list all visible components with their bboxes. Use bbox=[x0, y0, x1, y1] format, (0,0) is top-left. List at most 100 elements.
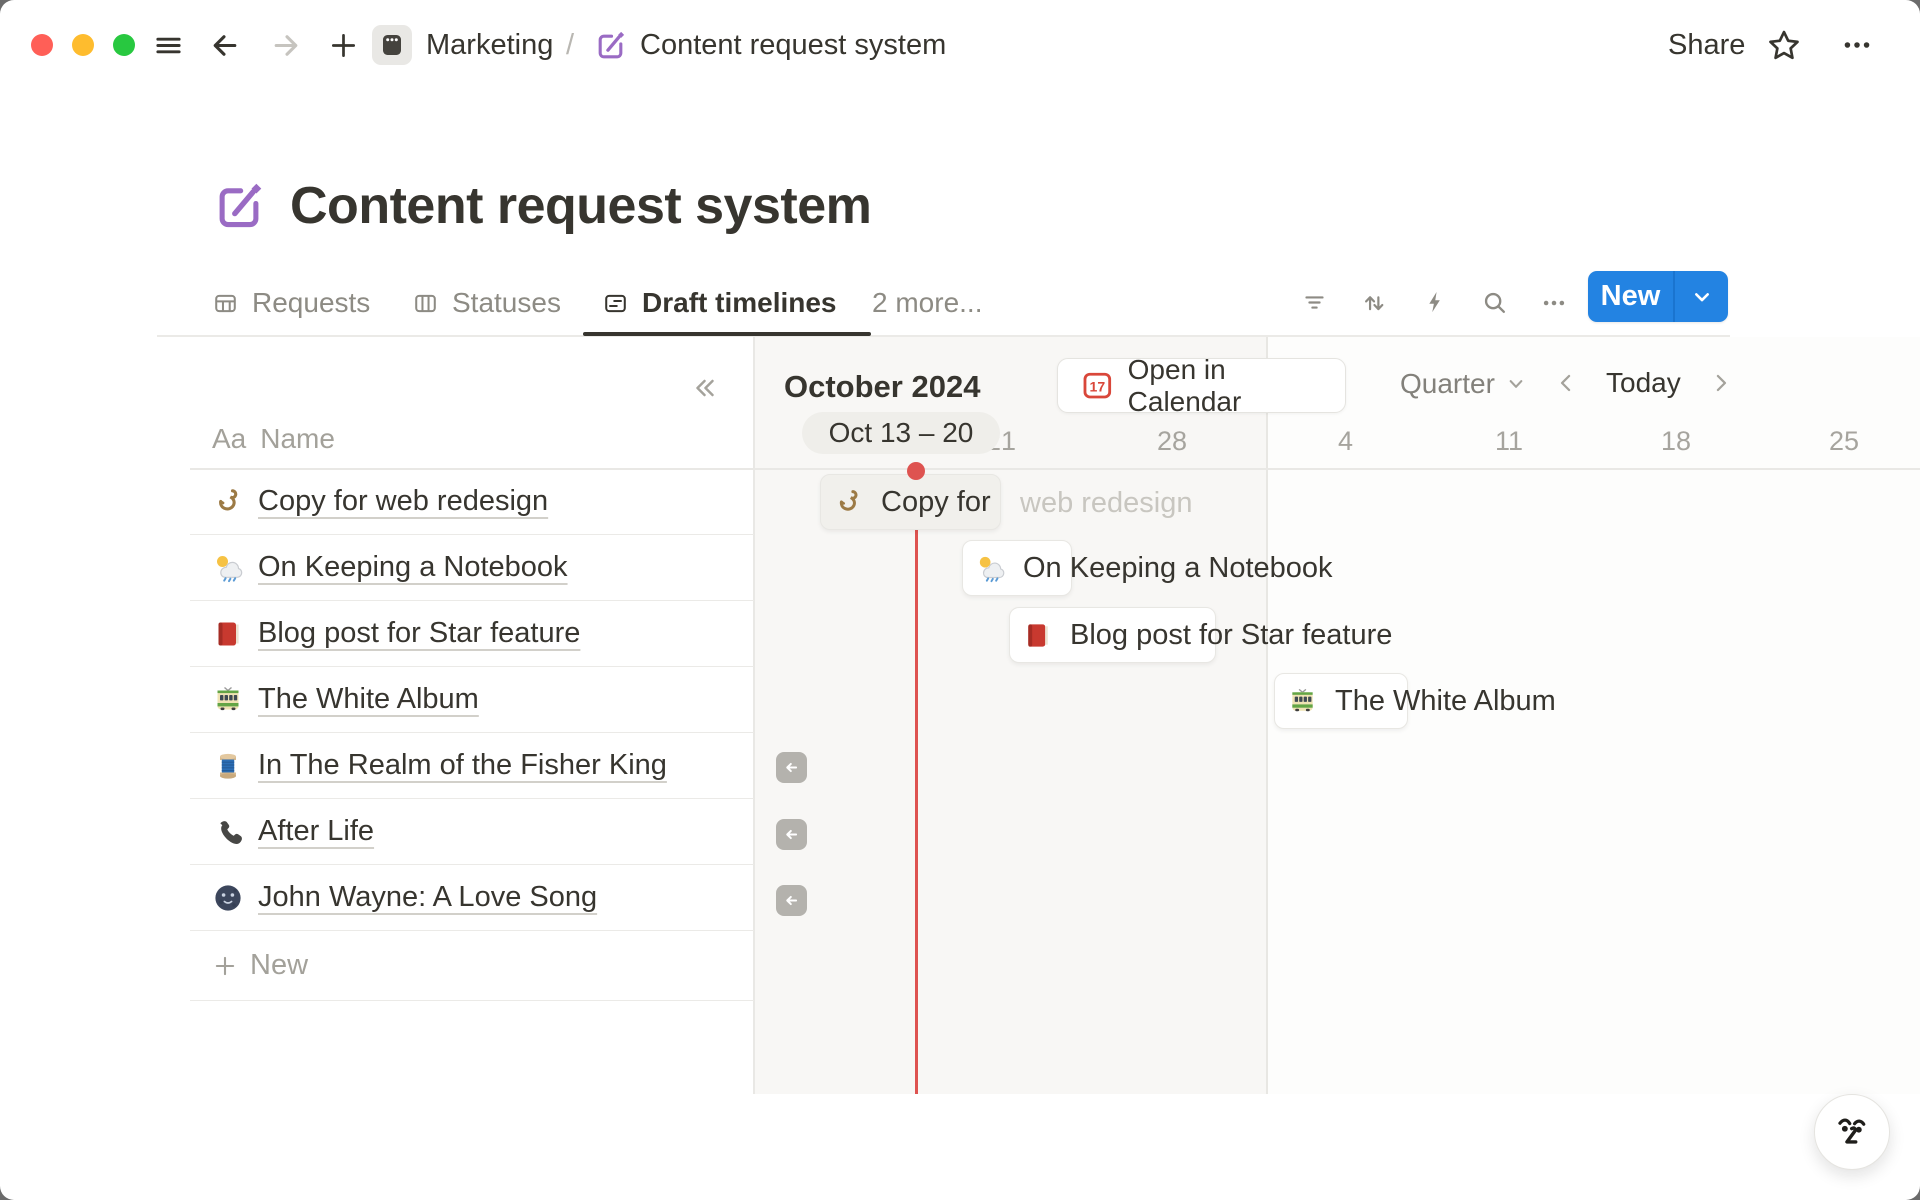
active-tab-underline bbox=[583, 332, 871, 336]
today-button[interactable]: Today bbox=[1606, 367, 1681, 398]
thread-spool-icon bbox=[212, 750, 244, 782]
add-new-row-button[interactable]: New bbox=[190, 931, 754, 1001]
sort-icon[interactable] bbox=[1360, 289, 1388, 317]
name-column-header[interactable]: Aa Name bbox=[212, 423, 335, 454]
hook-icon bbox=[212, 486, 244, 518]
open-in-calendar-button[interactable]: Open in Calendar bbox=[1057, 354, 1346, 417]
more-tabs-button[interactable]: 2 more... bbox=[872, 287, 983, 318]
list-item[interactable]: In The Realm of the Fisher King bbox=[190, 733, 754, 799]
chevron-down-icon bbox=[1688, 283, 1716, 311]
tab-statuses[interactable]: Statuses bbox=[412, 287, 561, 318]
telephone-receiver-icon bbox=[212, 816, 244, 848]
list-item[interactable]: Copy for web redesign bbox=[190, 469, 754, 535]
workspace-icon[interactable] bbox=[372, 25, 412, 65]
tab-draft-timelines[interactable]: Draft timelines bbox=[602, 287, 837, 318]
tab-label: Draft timelines bbox=[642, 287, 837, 318]
list-item-title[interactable]: John Wayne: A Love Song bbox=[258, 881, 598, 913]
list-item[interactable]: John Wayne: A Love Song bbox=[190, 865, 754, 931]
add-new-row-label: New bbox=[250, 949, 309, 981]
timeline-bar-the-white-album[interactable]: The White Album bbox=[1274, 673, 1556, 729]
tram-icon bbox=[1287, 686, 1318, 717]
timeline-bar-blog-post-for-star-feature[interactable]: Blog post for Star feature bbox=[1009, 607, 1392, 663]
sun-behind-rain-cloud-icon bbox=[975, 553, 1006, 584]
new-button[interactable]: New bbox=[1588, 271, 1728, 322]
arrow-left-icon bbox=[781, 890, 802, 911]
tram-icon bbox=[212, 684, 244, 716]
breadcrumb-workspace[interactable]: Marketing bbox=[426, 28, 554, 61]
timeline-bar-on-keeping-a-notebook[interactable]: On Keeping a Notebook bbox=[962, 540, 1333, 596]
traffic-light-minimize[interactable] bbox=[72, 34, 94, 56]
share-button[interactable]: Share bbox=[1668, 28, 1746, 61]
timeline-bar-title-overflow: web redesign bbox=[1020, 487, 1193, 519]
new-page-icon[interactable] bbox=[328, 30, 359, 61]
red-book-icon bbox=[212, 618, 244, 650]
timeline-month-header: October 2024 bbox=[784, 369, 981, 404]
arrow-left-icon bbox=[781, 824, 802, 845]
view-options-icon[interactable] bbox=[1540, 289, 1568, 317]
timeline-bar-title: The White Album bbox=[1335, 684, 1556, 717]
list-item-title[interactable]: After Life bbox=[258, 815, 375, 847]
list-item-title[interactable]: In The Realm of the Fisher King bbox=[258, 749, 667, 781]
panel-divider[interactable] bbox=[753, 337, 755, 1094]
date-tick: 28 bbox=[1157, 426, 1188, 456]
notion-ai-button[interactable] bbox=[1814, 1094, 1890, 1170]
tab-label: Requests bbox=[252, 287, 371, 318]
tab-requests[interactable]: Requests bbox=[212, 287, 371, 318]
calendar-icon bbox=[1080, 368, 1115, 403]
chevron-down-icon bbox=[1503, 371, 1529, 397]
today-marker-dot bbox=[907, 462, 925, 480]
header-divider-line bbox=[190, 468, 1920, 470]
sidebar-toggle-icon[interactable] bbox=[153, 30, 184, 61]
next-period-icon[interactable] bbox=[1707, 369, 1735, 397]
tab-label: Statuses bbox=[452, 287, 561, 318]
search-icon[interactable] bbox=[1480, 288, 1509, 317]
forward-arrow-icon[interactable] bbox=[270, 29, 303, 62]
collapse-sidebar-icon[interactable] bbox=[690, 373, 720, 403]
scroll-to-bar-button[interactable] bbox=[776, 752, 807, 783]
breadcrumb-separator: / bbox=[566, 28, 575, 61]
automation-lightning-icon[interactable] bbox=[1421, 288, 1449, 316]
scroll-to-bar-button[interactable] bbox=[776, 885, 807, 916]
timeline-bar-title: Blog post for Star feature bbox=[1070, 618, 1393, 651]
october-month-shading bbox=[754, 337, 1267, 1094]
more-tabs-label: 2 more... bbox=[872, 287, 983, 318]
ai-face-icon bbox=[1826, 1106, 1878, 1158]
traffic-light-zoom[interactable] bbox=[113, 34, 135, 56]
more-options-icon[interactable] bbox=[1840, 28, 1874, 62]
sun-behind-rain-cloud-icon bbox=[212, 552, 244, 584]
board-view-icon bbox=[412, 290, 439, 317]
list-item-title[interactable]: Copy for web redesign bbox=[258, 485, 549, 517]
list-item-title[interactable]: Blog post for Star feature bbox=[258, 617, 581, 649]
previous-period-icon[interactable] bbox=[1552, 369, 1580, 397]
tabbar-divider bbox=[157, 335, 1730, 337]
plus-icon bbox=[215, 956, 235, 975]
timeline-zoom-select[interactable]: Quarter bbox=[1400, 368, 1529, 400]
new-moon-face-icon bbox=[212, 882, 244, 914]
list-item-title[interactable]: On Keeping a Notebook bbox=[258, 551, 568, 583]
timeline-bar-copy-for-web-redesign[interactable]: Copy for bbox=[820, 474, 1001, 530]
list-item[interactable]: Blog post for Star feature bbox=[190, 601, 754, 667]
arrow-left-icon bbox=[781, 757, 802, 778]
list-item[interactable]: After Life bbox=[190, 799, 754, 865]
back-arrow-icon[interactable] bbox=[208, 29, 241, 62]
table-view-icon bbox=[212, 290, 239, 317]
month-boundary-line bbox=[1266, 337, 1268, 1094]
new-button-divider bbox=[1673, 271, 1675, 322]
new-dropdown-button[interactable] bbox=[1675, 283, 1728, 311]
list-item[interactable]: The White Album bbox=[190, 667, 754, 733]
timeline-bar-title: On Keeping a Notebook bbox=[1023, 551, 1333, 584]
filter-icon[interactable] bbox=[1301, 289, 1328, 316]
name-column-label: Name bbox=[260, 423, 335, 454]
favorite-star-icon[interactable] bbox=[1766, 27, 1802, 63]
timeline-view-icon bbox=[602, 290, 629, 317]
hook-icon bbox=[833, 487, 864, 518]
date-tick: 4 bbox=[1338, 426, 1354, 456]
page-title[interactable]: Content request system bbox=[290, 177, 872, 235]
page-title-memo-icon[interactable] bbox=[212, 179, 266, 233]
breadcrumb-page[interactable]: Content request system bbox=[640, 28, 947, 61]
list-item-title[interactable]: The White Album bbox=[258, 683, 479, 715]
scroll-to-bar-button[interactable] bbox=[776, 819, 807, 850]
traffic-light-close[interactable] bbox=[31, 34, 53, 56]
list-item[interactable]: On Keeping a Notebook bbox=[190, 535, 754, 601]
